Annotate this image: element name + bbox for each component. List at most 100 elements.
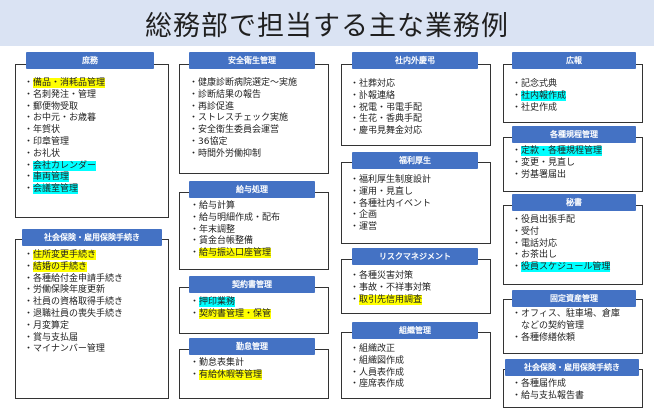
list-item-text: 社葬対応: [359, 79, 396, 89]
list-item-text: 備品・消耗品管理: [33, 78, 106, 88]
list-item: 慶弔見舞金対応: [350, 126, 422, 138]
list-item-text: 変更・見直し: [521, 157, 576, 168]
list-item: 結婚の手続き: [24, 261, 123, 274]
item-list-kyuyo: 給与計算給与明細作成・配布年末調整賃金台帳整備給与振込口座管理: [190, 201, 280, 260]
list-item-text: 組織改正: [359, 344, 396, 354]
item-list-keicho: 社葬対応訃報連絡祝電・弔電手配生花・香典手配慶弔見舞金対応: [350, 79, 422, 138]
item-list-kotei: オフィス、駐車場、倉庫などの契約管理各種修繕依頼: [512, 309, 620, 344]
list-item: オフィス、駐車場、倉庫: [512, 309, 620, 321]
list-item: 労基署届出: [512, 170, 602, 182]
list-item: 郵便物受取: [24, 102, 105, 114]
list-item: 押印業務: [190, 297, 271, 309]
list-item-text: 慶弔見舞金対応: [359, 126, 423, 137]
list-item: 受付: [512, 227, 610, 239]
list-item-text: お茶出し: [521, 250, 558, 261]
list-item: 各種修繕依頼: [512, 333, 620, 345]
list-item-text: 運営: [359, 222, 378, 233]
list-item: 取引先信用調査: [350, 294, 431, 307]
list-item: 各種給付金申請手続き: [24, 274, 123, 286]
list-item-text: 社内報作成: [521, 90, 567, 101]
panel-header-keicho: 社内外慶弔: [352, 52, 478, 69]
list-item-text: 運用・見直し: [359, 186, 414, 197]
list-item: 社員の資格取得手続き: [24, 297, 123, 309]
list-item-text: 労基署届出: [521, 169, 567, 180]
list-item-text: 契約書管理・保管: [199, 308, 272, 319]
list-item: などの契約管理: [512, 321, 620, 333]
list-item: 電話対応: [512, 239, 610, 251]
list-item: 組織改正: [350, 344, 404, 356]
panel-header-keiyaku: 契約書管理: [189, 276, 315, 293]
list-item: 安全衛生委員会運営: [189, 125, 297, 137]
list-item: 有給休暇等管理: [190, 369, 263, 382]
list-item-text: 健康診断病院選定～実施: [198, 78, 298, 88]
list-item-text: お礼状: [33, 148, 61, 159]
list-item-text: 年賀状: [33, 125, 61, 136]
list-item-text: 安全衛生委員会運営: [198, 125, 280, 136]
panel-header-hisho: 秘書: [512, 194, 636, 211]
list-item: お茶出し: [512, 250, 610, 262]
list-item-text: お中元・お歳暮: [33, 113, 97, 124]
list-item-text: 組織図作成: [359, 355, 405, 366]
list-item: 記念式典: [512, 79, 566, 91]
list-item: 退職社員の喪失手続き: [24, 309, 123, 321]
list-item-text: 事故・不祥事対策: [359, 282, 432, 293]
list-item: 運営: [350, 222, 431, 234]
list-item-text: 時間外労働抑制: [198, 148, 262, 159]
list-item-text: 診断結果の報告: [198, 89, 262, 100]
list-item: 給与振込口座管理: [190, 248, 280, 260]
list-item-text: 社史作成: [521, 102, 558, 113]
list-item-text: 受付: [521, 226, 540, 237]
list-item-text: 人員表作成: [359, 367, 405, 378]
list-item: 印章管理: [24, 137, 105, 149]
list-item: 各種社内イベント: [350, 199, 431, 211]
list-item: マイナンバー管理: [24, 344, 123, 356]
item-list-shakai1: 住所変更手続き結婚の手続き各種給付金申請手続き労働保険年度更新社員の資格取得手続…: [24, 250, 123, 356]
list-item: 会社カレンダー: [24, 160, 105, 173]
list-item: 再診促進: [189, 102, 297, 114]
list-item: 祝電・弔電手配: [350, 103, 422, 115]
list-item-text: オフィス、駐車場、倉庫: [521, 309, 620, 319]
list-item: 事故・不祥事対策: [350, 283, 431, 295]
list-item-text: 車両管理: [33, 172, 70, 183]
list-item-text: 押印業務: [199, 297, 236, 307]
list-item: 社葬対応: [350, 79, 422, 91]
list-item-text: 退職社員の喪失手続き: [33, 308, 124, 319]
panel-header-fukuri: 福利厚生: [352, 152, 478, 169]
list-item: 役員スケジュール管理: [512, 262, 611, 274]
list-item-text: 取引先信用調査: [359, 294, 423, 305]
list-item-text: 有給休暇等管理: [199, 369, 263, 380]
item-list-somu: 備品・消耗品管理名刺発注・管理郵便物受取お中元・お歳暮年賀状印章管理お礼状会社カ…: [24, 78, 106, 196]
list-item: 勤怠表集計: [190, 358, 262, 370]
panel-header-somu: 庶務: [26, 52, 154, 69]
list-item-text: ストレスチェック実施: [198, 113, 289, 124]
panel-header-koho: 広報: [512, 52, 636, 69]
list-item-text: 会社カレンダー: [33, 160, 97, 171]
list-item-text: 給与計算: [199, 201, 236, 211]
list-item-text: 給与振込口座管理: [199, 248, 272, 259]
list-item: 年賀状: [24, 125, 105, 137]
list-item-text: 各種届作成: [521, 379, 567, 389]
list-item: 定款・各種規程管理: [512, 146, 603, 158]
item-list-kitei: 定款・各種規程管理変更・見直し労基署届出: [512, 146, 603, 182]
panel-header-kyuyo: 給与処理: [189, 181, 315, 198]
list-item-text: 役員スケジュール管理: [521, 262, 611, 273]
list-item-text: 定款・各種規程管理: [521, 146, 603, 156]
list-item: 年末調整: [190, 225, 280, 237]
list-item-text: などの契約管理: [521, 320, 585, 331]
item-list-hisho: 役員出張手配受付電話対応お茶出し役員スケジュール管理: [512, 215, 611, 274]
list-item-text: 各種災害対策: [359, 271, 414, 281]
list-item: 賃金台帳整備: [190, 236, 280, 248]
list-item: お礼状: [24, 149, 105, 161]
list-item-text: 名刺発注・管理: [33, 89, 97, 100]
list-item-text: 電話対応: [521, 238, 558, 249]
list-item-text: 生花・香典手配: [359, 114, 423, 125]
list-item: 契約書管理・保管: [190, 308, 272, 321]
list-item: 診断結果の報告: [189, 90, 297, 102]
item-list-soshiki: 組織改正組織図作成人員表作成座席表作成: [350, 344, 404, 391]
list-item-text: 勤怠表集計: [199, 358, 245, 368]
list-item-text: マイナンバー管理: [33, 344, 105, 355]
list-item-text: 会議室管理: [33, 184, 79, 195]
list-item: 社史作成: [512, 103, 566, 115]
list-item: 変更・見直し: [512, 158, 602, 170]
item-list-keiyaku: 押印業務契約書管理・保管: [190, 297, 272, 321]
